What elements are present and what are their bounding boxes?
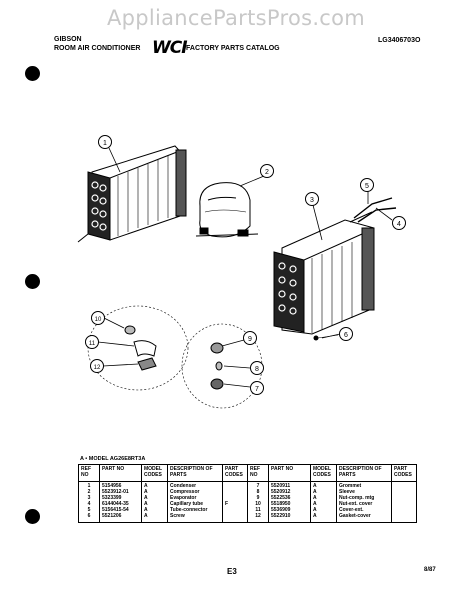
svg-text:2: 2 (265, 169, 269, 176)
svg-text:10: 10 (95, 317, 102, 323)
svg-text:8: 8 (255, 366, 259, 373)
binder-hole (25, 509, 40, 524)
tube-illustration (353, 197, 397, 223)
svg-text:6: 6 (344, 332, 348, 339)
watermark: AppliancePartsPros.com (106, 6, 366, 30)
svg-text:11: 11 (89, 341, 96, 347)
callout-4: 4 (392, 216, 406, 230)
header-part: PART NO (99, 464, 142, 482)
model-line: A • MODEL AG26E8RT3A (80, 456, 146, 462)
condenser-illustration (77, 145, 187, 243)
callout-7: 7 (250, 381, 264, 395)
compressor-illustration (195, 182, 259, 238)
doc-number: LG3406703O (378, 37, 421, 44)
evaporator-illustration (273, 211, 375, 335)
callout-2: 2 (260, 164, 274, 178)
svg-text:7: 7 (255, 386, 259, 393)
small-parts-group-right (210, 342, 224, 390)
header-desc: DESCRIPTION OF PARTS (336, 464, 392, 482)
header-part: PART NO (268, 464, 311, 482)
table-header-row: REF NO PART NO MODEL CODES DESCRIPTION O… (78, 464, 417, 482)
header-code: PART CODES (391, 464, 417, 482)
svg-text:5: 5 (365, 183, 369, 190)
svg-text:12: 12 (94, 365, 101, 371)
col-code-left: F (222, 481, 248, 523)
header-ref: REF NO (78, 464, 100, 482)
header-desc: DESCRIPTION OF PARTS (167, 464, 223, 482)
callout-6: 6 (339, 327, 353, 341)
callout-5: 5 (360, 178, 374, 192)
callout-11: 11 (85, 335, 99, 349)
page-number: E3 (227, 567, 237, 576)
leader-lines (97, 147, 393, 388)
callout-8: 8 (250, 361, 264, 375)
wci-logo: WCI (152, 38, 188, 58)
svg-text:1: 1 (103, 140, 107, 147)
brand-name: GIBSON (54, 36, 82, 43)
col-code-right (391, 481, 417, 523)
callout-1: 1 (98, 135, 112, 149)
product-name: ROOM AIR CONDITIONER (54, 45, 141, 52)
revision-date: 8/87 (424, 567, 436, 573)
header-model: MODEL CODES (141, 464, 168, 482)
header-code: PART CODES (222, 464, 248, 482)
svg-text:3: 3 (310, 197, 314, 204)
callout-3: 3 (305, 192, 319, 206)
header-model: MODEL CODES (310, 464, 337, 482)
screw-illustration (313, 334, 339, 341)
binder-hole (25, 274, 40, 289)
callout-markers: 1 2 3 4 5 6 7 8 9 10 11 12 (85, 135, 406, 395)
parts-table: REF NO PART NO MODEL CODES DESCRIPTION O… (78, 464, 417, 523)
callout-10: 10 (91, 311, 105, 325)
group-outline (87, 305, 189, 391)
svg-text:4: 4 (397, 221, 401, 228)
callout-12: 12 (90, 359, 104, 373)
catalog-title: FACTORY PARTS CATALOG (186, 45, 280, 52)
binder-hole (25, 66, 40, 81)
small-parts-group-left (124, 325, 157, 371)
svg-text:9: 9 (248, 336, 252, 343)
header-ref: REF NO (247, 464, 269, 482)
callout-9: 9 (243, 331, 257, 345)
